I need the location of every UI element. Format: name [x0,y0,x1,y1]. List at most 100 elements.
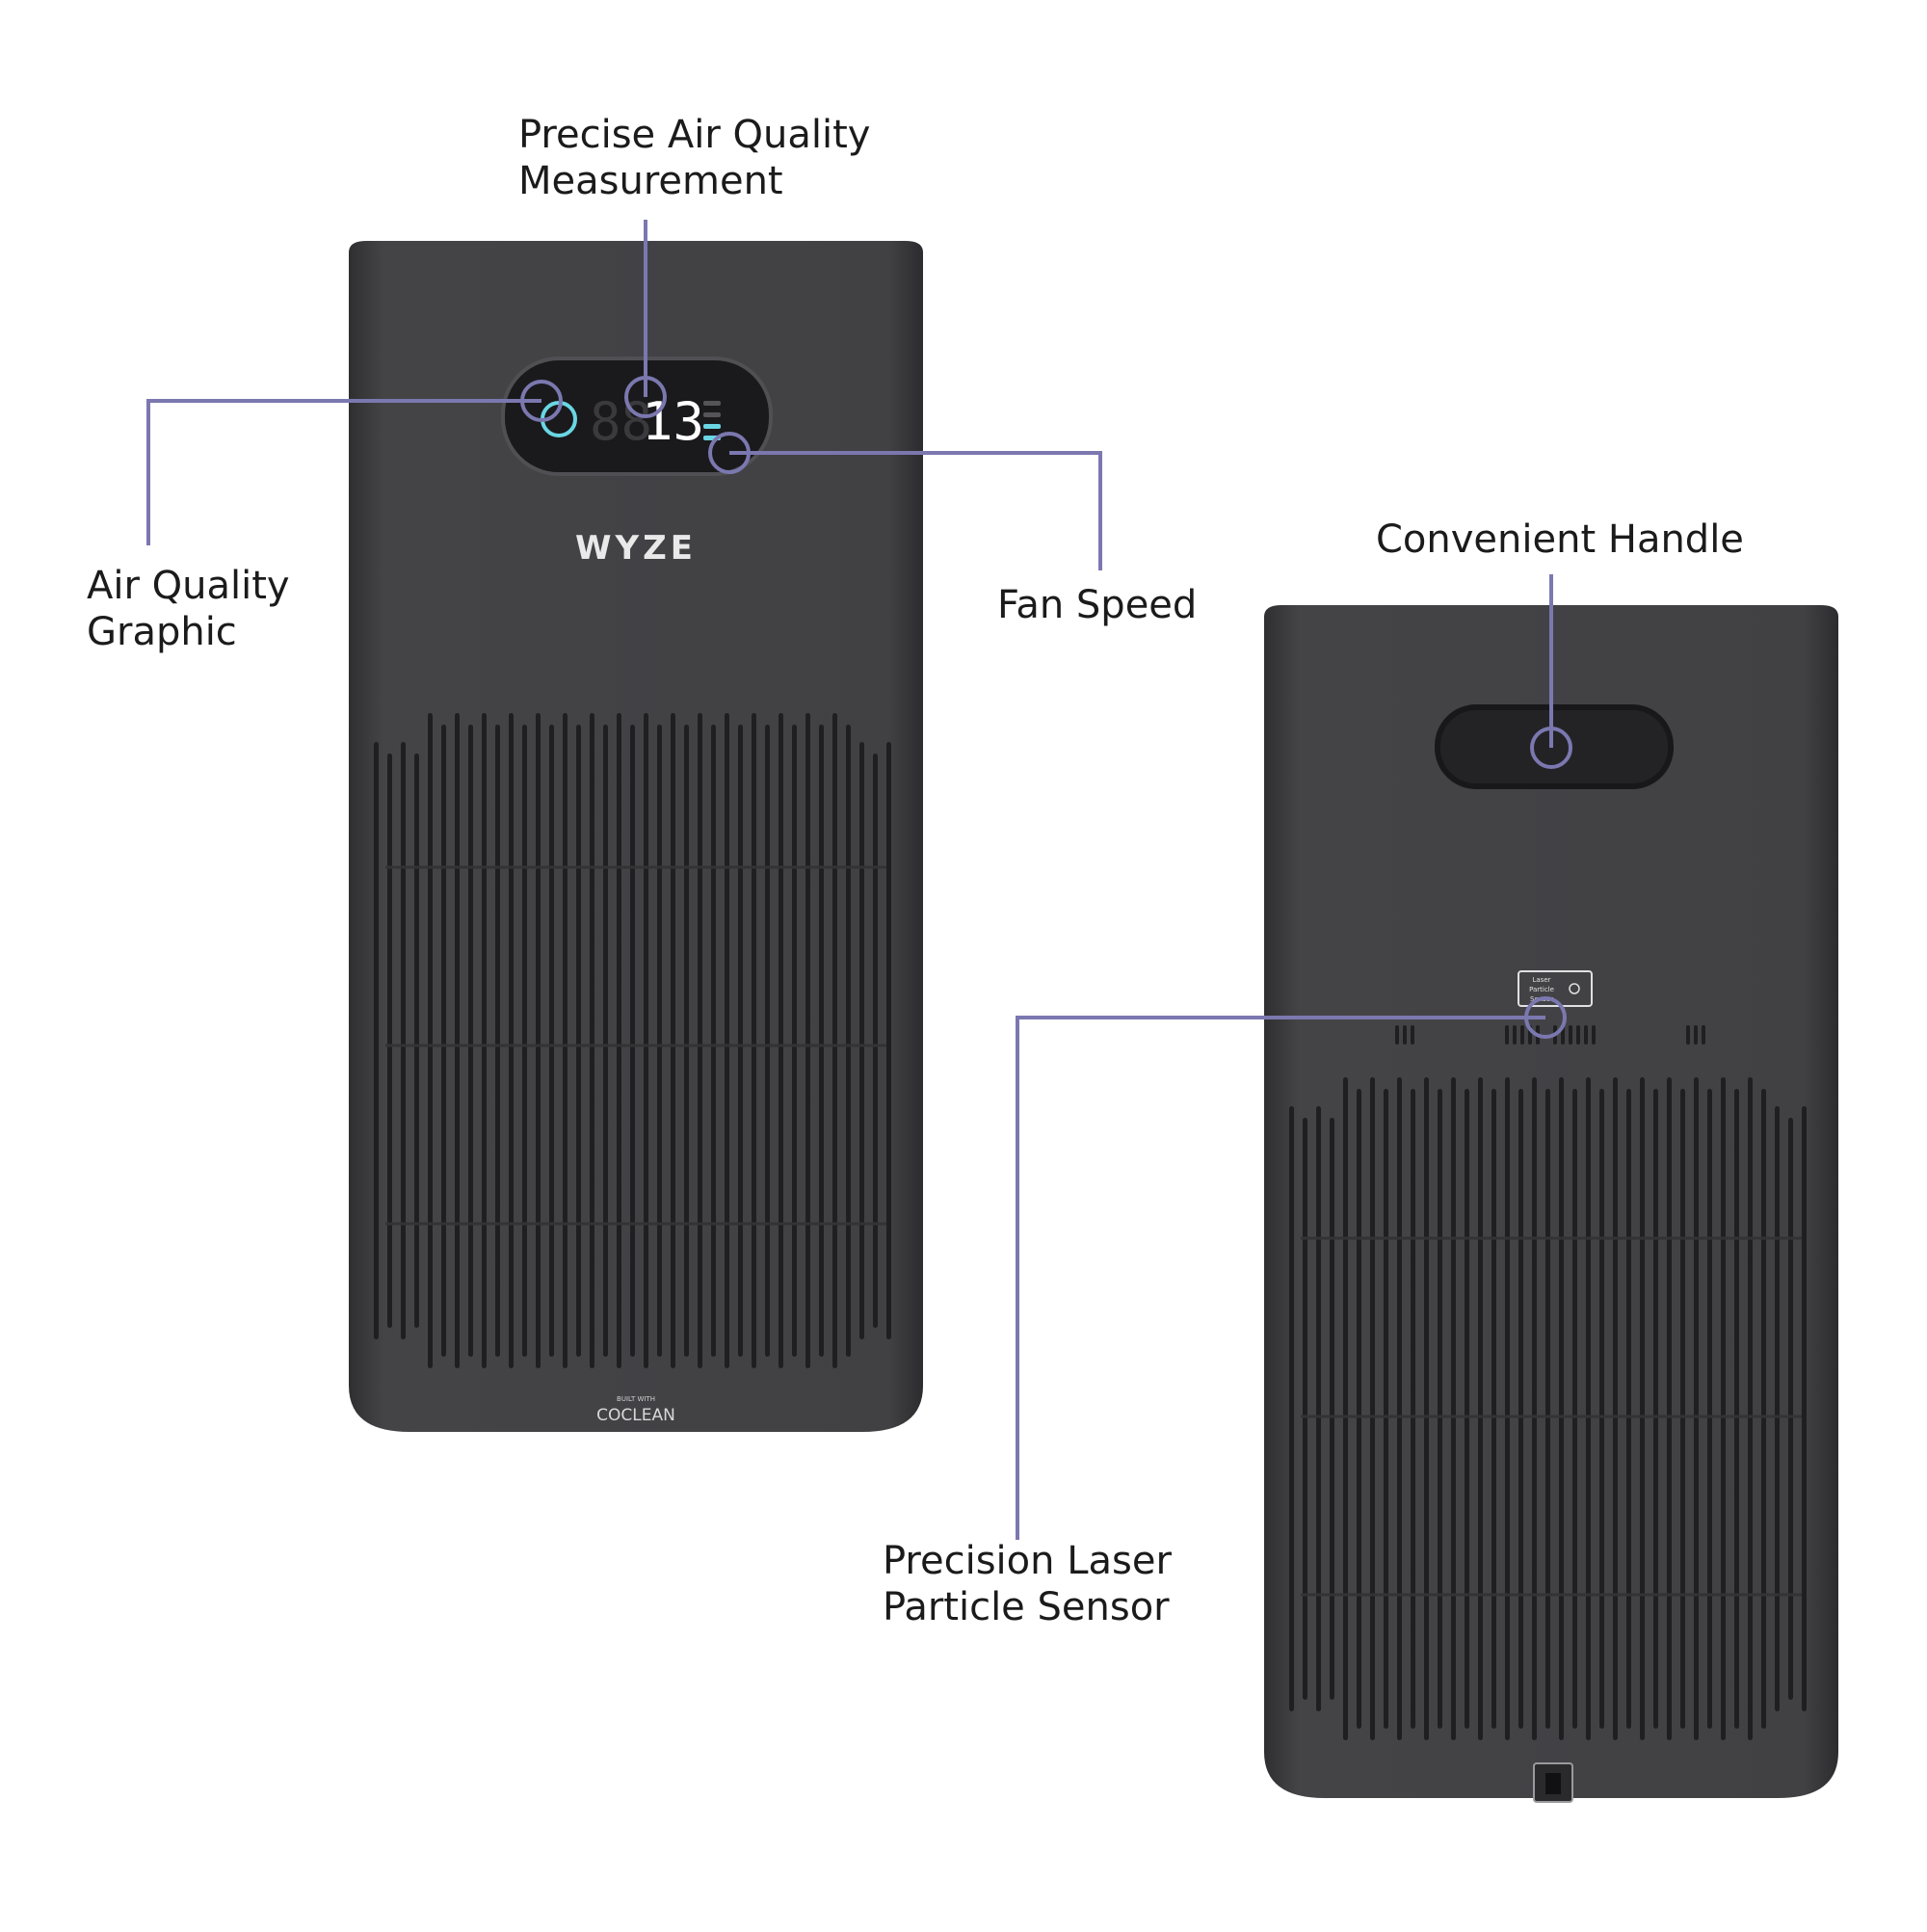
vent-slot [832,713,837,1368]
vent-slot [441,725,446,1357]
svg-text:88: 88 [590,391,652,452]
vent-slot [1761,1089,1766,1729]
callout-dot-graphic [520,380,563,422]
vent-slot [617,713,621,1368]
vent-slot [819,725,824,1357]
vent-slot [765,725,770,1357]
vent-slot [1775,1106,1780,1711]
vent-slot [1613,1077,1618,1740]
front-purifier: 88 13 WYZE BUILT WITH COCLEAN [349,241,923,1432]
vent-slot [1640,1077,1645,1740]
intake-slot [1411,1025,1414,1045]
vent-slot [1465,1089,1469,1729]
vent-slot [846,725,851,1357]
intake-slot [1694,1025,1698,1045]
vent-slot [671,713,675,1368]
vent-slot [549,725,554,1357]
vent-slot [1370,1077,1375,1740]
callout-line-sensor [1016,1016,1545,1540]
vent-slot [1424,1077,1429,1740]
vent-slot [805,713,810,1368]
vent-slot [522,725,527,1357]
vent-slot [1411,1089,1415,1729]
vent-slot [738,725,743,1357]
vent-slot [752,713,756,1368]
vent-slot [1788,1118,1793,1700]
callout-line-graphic [146,399,541,545]
vent-slot [414,754,419,1328]
label-laser-sensor: Precision Laser Particle Sensor [883,1539,1172,1629]
vent-slot [779,713,783,1368]
vent-slot [468,725,473,1357]
vent-slot [1694,1077,1699,1740]
laser-icon [1569,983,1580,994]
vent-slot [1532,1077,1537,1740]
callout-dot-handle [1530,727,1572,769]
vent-slot [1438,1089,1442,1729]
intake-slot [1403,1025,1407,1045]
vent-slot [1478,1077,1483,1740]
vent-slot [1451,1077,1456,1740]
vent-slot [428,713,433,1368]
vent-slot [482,713,487,1368]
vent-slot [792,725,797,1357]
vent-slot [725,713,729,1368]
vent-slot [1518,1089,1523,1729]
vent-slot [684,725,689,1357]
coclean-badge: COCLEAN [596,1406,675,1425]
intake-slot [1702,1025,1705,1045]
vent-slot [576,725,581,1357]
vent-slot [886,742,891,1339]
power-port [1533,1762,1573,1803]
vent-slot [1303,1118,1307,1700]
vent-slot [644,713,648,1368]
vent-slot [1599,1089,1604,1729]
vent-slot [563,713,568,1368]
label-fan-speed: Fan Speed [997,583,1198,627]
callout-lines [146,220,1572,1540]
carry-handle [1435,704,1674,789]
vent-slot [1653,1089,1658,1729]
intake-slot [1569,1025,1572,1045]
vent-slot [1626,1089,1631,1729]
vent-slot [630,725,635,1357]
vent-slot [1397,1077,1402,1740]
vent-slot [590,713,594,1368]
vent-slot [657,725,662,1357]
vent-slot [1384,1089,1388,1729]
intake-slot [1513,1025,1517,1045]
vent-slot [536,713,541,1368]
vent-slot [1545,1089,1550,1729]
svg-text:Particle: Particle [1529,986,1554,993]
vent-slot [1559,1077,1564,1740]
fan-speed-bars-icon [703,401,721,440]
badge-small-text: BUILT WITH [617,1395,655,1403]
vent-slot [873,754,878,1328]
callout-dot-sensor [1524,996,1567,1039]
vent-slot [1343,1077,1348,1740]
vent-slot [455,713,460,1368]
label-air-quality-graphic: Air Quality Graphic [87,564,290,654]
svg-text:Laser: Laser [1532,976,1550,984]
vent-slot [1330,1118,1334,1700]
intake-slot [1686,1025,1690,1045]
vent-slot [1586,1077,1591,1740]
vent-slot [1721,1077,1726,1740]
back-purifier: Laser Particle Sensor [1264,605,1838,1803]
label-convenient-handle: Convenient Handle [1376,517,1744,562]
vent-slot [401,742,406,1339]
vent-slot [859,742,864,1339]
vent-slot [387,754,392,1328]
label-precise-measurement: Precise Air Quality Measurement [518,113,871,203]
intake-slot [1592,1025,1596,1045]
intake-slot [1576,1025,1580,1045]
callout-dot-measurement [624,376,667,418]
vent-slot [1748,1077,1753,1740]
vent-slot [1680,1089,1685,1729]
vent-slot [1707,1089,1712,1729]
front-vent-grille [374,713,891,1368]
vent-slot [1572,1089,1577,1729]
intake-slot [1395,1025,1399,1045]
vent-slot [495,725,500,1357]
